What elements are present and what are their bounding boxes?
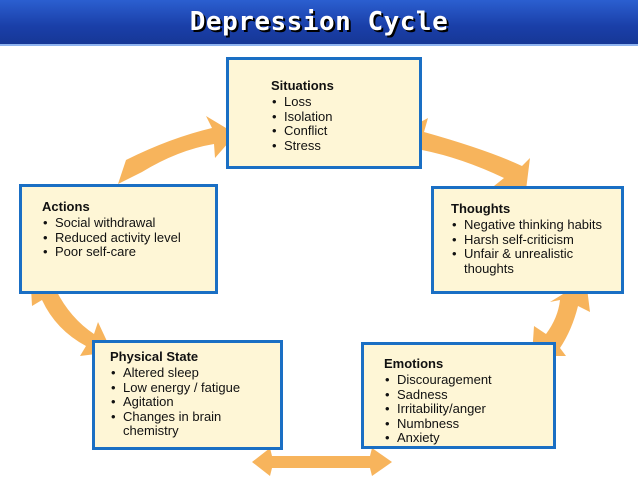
emotions-heading: Emotions [384, 356, 444, 371]
title-bar: Depression Cycle [0, 0, 638, 46]
list-item: Discouragement [384, 372, 549, 388]
actions-box: Actions Social withdrawal Reduced activi… [19, 184, 218, 294]
list-item: Agitation [110, 394, 276, 410]
list-item: Numbness [384, 416, 549, 432]
arrow-thoughts-to-emotions [532, 280, 590, 356]
page-title: Depression Cycle [189, 7, 449, 37]
actions-heading: Actions [42, 199, 90, 214]
list-item: Social withdrawal [42, 215, 211, 231]
arrow-situations-to-thoughts [402, 118, 530, 190]
arrow-actions-to-situations [118, 116, 236, 184]
arrow-emotions-to-physical [252, 448, 392, 476]
list-item: Isolation [271, 109, 419, 125]
list-item: Irritability/anger [384, 401, 549, 417]
situations-heading: Situations [271, 78, 334, 93]
thoughts-heading: Thoughts [451, 201, 511, 216]
list-item: Conflict [271, 123, 419, 139]
physical-state-box: Physical State Altered sleep Low energy … [92, 340, 283, 450]
list-item: Low energy / fatigue [110, 380, 276, 396]
list-item: Sadness [384, 387, 549, 403]
list-item: Poor self-care [42, 244, 211, 260]
list-item: Anxiety [384, 430, 549, 446]
list-item: Loss [271, 94, 419, 110]
list-item: Unfair & unrealistic thoughts [451, 246, 617, 276]
situations-box: Situations Loss Isolation Conflict Stres… [226, 57, 422, 169]
list-item: Altered sleep [110, 365, 276, 381]
list-item: Harsh self-criticism [451, 232, 617, 248]
thoughts-box: Thoughts Negative thinking habits Harsh … [431, 186, 624, 294]
physical-state-heading: Physical State [110, 349, 199, 364]
list-item: Negative thinking habits [451, 217, 617, 233]
emotions-box: Emotions Discouragement Sadness Irritabi… [361, 342, 556, 449]
list-item: Stress [271, 138, 419, 154]
list-item: Reduced activity level [42, 230, 211, 246]
list-item: Changes in brain chemistry [110, 409, 276, 439]
